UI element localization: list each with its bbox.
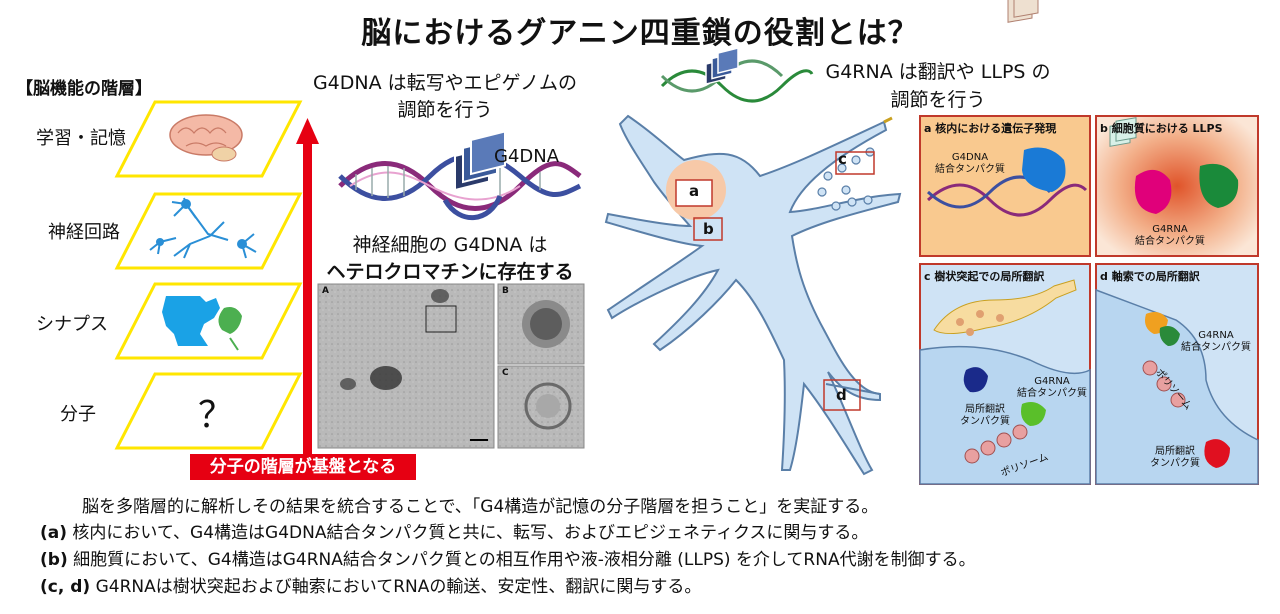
panel-a-title: a 核内における遺伝子発現 — [924, 122, 1057, 135]
item-a-text: 核内において、G4構造はG4DNA結合タンパク質と共に、転写、およびエピジェネテ… — [67, 523, 869, 543]
panel-b-protein: G4RNA 結合タンパク質 — [1132, 224, 1208, 248]
panel-d-local-line2: タンパク質 — [1150, 458, 1200, 469]
panel-d-local-line1: 局所翻訳 — [1155, 446, 1195, 457]
g4rna-caption-line1: G4RNA は翻訳や LLPS の — [825, 61, 1051, 83]
item-b-text: 細胞質において、G4構造はG4RNA結合タンパク質との相互作用や液-液相分離 (… — [67, 550, 976, 570]
level-molecule-label: 分子 — [60, 404, 96, 425]
unknown-mark: ？ — [198, 395, 235, 436]
item-b-key: (b) — [40, 550, 68, 570]
hierarchy-plane-circuit — [114, 192, 303, 270]
neuron-letter-a: a — [689, 182, 700, 200]
neuron — [604, 114, 902, 476]
panel-a-protein-line1: G4DNA — [951, 152, 989, 163]
item-cd-text: G4RNAは樹状突起および軸索においてRNAの輸送、安定性、翻訳に関与する。 — [90, 577, 702, 597]
item-cd-key: (c, d) — [40, 577, 91, 597]
panel-d-protein-line1: G4RNA — [1198, 330, 1234, 341]
neuron-caption-line2: ヘテロクロマチンに存在する — [326, 261, 574, 283]
neuron-letter-c: c — [838, 150, 847, 168]
hierarchy-arrow — [296, 118, 319, 454]
base-label: 分子の階層が基盤となる — [190, 454, 416, 480]
page-title: 脳におけるグアニン四重鎖の役割とは？ — [361, 16, 919, 51]
panel-d-local: 局所翻訳 タンパク質 — [1140, 446, 1210, 470]
neuron-caption-line1: 神経細胞の G4DNA は — [352, 234, 548, 256]
level-circuit-label: 神経回路 — [48, 222, 120, 243]
micrograph-panel-b — [497, 283, 585, 365]
micrograph-label-b: B — [502, 286, 509, 296]
panel-c-protein: G4RNA 結合タンパク質 — [1014, 376, 1090, 400]
micrograph-panel-c — [497, 365, 585, 449]
neuron-letter-d: d — [836, 386, 847, 404]
g4rna-caption: G4RNA は翻訳や LLPS の 調節を行う — [818, 58, 1058, 114]
panel-c-title: c 樹状突起での局所翻訳 — [924, 270, 1045, 283]
neuron-box-c — [835, 151, 875, 175]
neuron-box-d — [823, 379, 861, 411]
hierarchy-heading: 【脳機能の階層】 — [16, 79, 152, 99]
panel-a-protein: G4DNA 結合タンパク質 — [932, 152, 1008, 176]
panel-c — [919, 263, 1091, 485]
panel-b-protein-line1: G4RNA — [1152, 224, 1188, 235]
neuron-box-b — [693, 217, 723, 241]
hierarchy-plane-molecule — [114, 372, 303, 450]
item-a-key: (a) — [40, 523, 68, 543]
panel-c-local-line2: タンパク質 — [960, 416, 1010, 427]
g4dna-caption-line2: 調節を行う — [397, 99, 493, 121]
panel-a-protein-line2: 結合タンパク質 — [935, 164, 1005, 175]
item-cd: (c, d) G4RNAは樹状突起および軸索においてRNAの輸送、安定性、翻訳に… — [40, 572, 701, 597]
neuron-box-a — [675, 179, 713, 207]
g4dna-helix — [338, 130, 582, 220]
hierarchy-plane-synapse — [114, 282, 303, 360]
item-b: (b) 細胞質において、G4構造はG4RNA結合タンパク質との相互作用や液-液相… — [40, 545, 976, 570]
panel-d-protein-line2: 結合タンパク質 — [1181, 342, 1251, 353]
panel-c-protein-line2: 結合タンパク質 — [1017, 388, 1087, 399]
level-learning-label: 学習・記憶 — [36, 128, 126, 149]
neuron-letter-b: b — [703, 220, 714, 238]
g4dna-caption-line1: G4DNA は転写やエピゲノムの — [312, 72, 578, 94]
panel-b-title: b 細胞質における LLPS — [1100, 122, 1223, 135]
panel-d-title: d 軸索での局所翻訳 — [1100, 270, 1200, 283]
neuron-g4dna-caption: 神経細胞の G4DNA は ヘテロクロマチンに存在する — [300, 232, 600, 286]
g4rna-caption-line2: 調節を行う — [890, 89, 986, 111]
item-a: (a) 核内において、G4構造はG4DNA結合タンパク質と共に、転写、およびエピ… — [40, 518, 868, 543]
hierarchy-plane-learning — [114, 100, 303, 178]
panel-c-protein-line1: G4RNA — [1034, 376, 1070, 387]
level-synapse-label: シナプス — [36, 314, 108, 335]
panel-a — [919, 0, 1091, 257]
g4rna-helix — [660, 47, 814, 103]
micrograph-panel-a — [317, 283, 495, 449]
g4dna-label: G4DNA — [494, 146, 560, 167]
g4dna-caption: G4DNA は転写やエピゲノムの 調節を行う — [300, 70, 590, 124]
micrograph-label-c: C — [502, 368, 509, 378]
summary-text: 脳を多階層的に解析しその結果を統合することで、「G4構造が記憶の分子階層を担うこ… — [82, 497, 879, 517]
panel-d-protein: G4RNA 結合タンパク質 — [1178, 330, 1254, 354]
panel-b-protein-line2: 結合タンパク質 — [1135, 236, 1205, 247]
panel-c-local: 局所翻訳 タンパク質 — [950, 404, 1020, 428]
panel-d — [1095, 117, 1259, 485]
panel-c-local-line1: 局所翻訳 — [965, 404, 1005, 415]
micrograph-label-a: A — [322, 286, 329, 296]
